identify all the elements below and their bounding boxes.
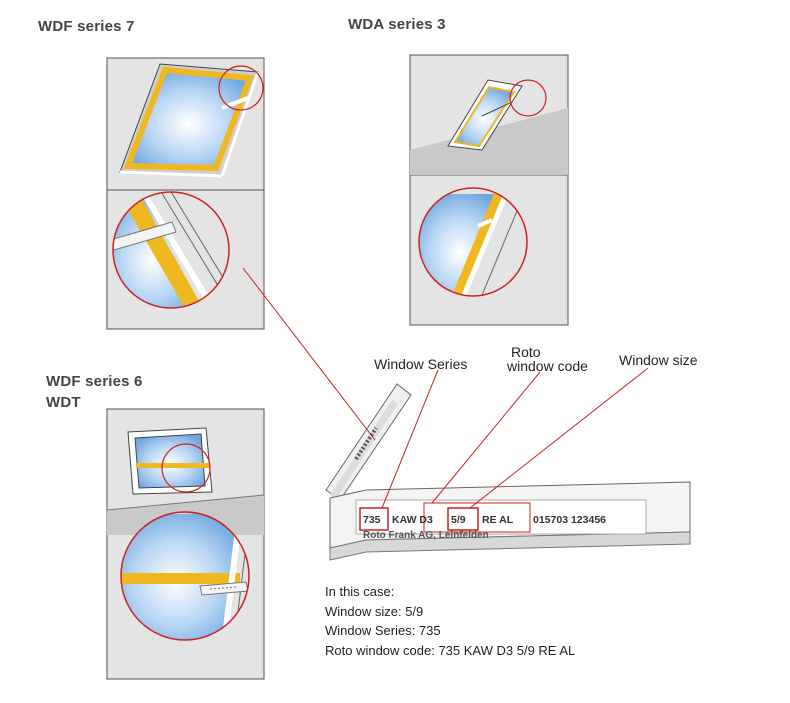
wdf7-illustration [106,57,265,330]
plate-code-series: 735 [363,514,381,526]
leader-line-series [381,369,439,509]
leader-line-code [431,371,541,504]
heading-wdf-series-7: WDF series 7 [38,18,135,35]
heading-wdf-series-6: WDF series 6 [46,373,143,390]
heading-wdt: WDT [46,394,81,411]
callout-roto-code-line1: Roto [511,344,541,360]
leader-line-size [469,367,649,509]
rating-plate-illustration [325,383,691,561]
summary-window-size: Window size: 5/9 [325,603,424,619]
heading-wda-series-3: WDA series 3 [348,16,446,33]
plate-maker: Roto Frank AG, Leinfelden [363,530,489,541]
leader-line-magnify [242,267,376,441]
summary-roto-code: Roto window code: 735 KAW D3 5/9 RE AL [325,642,576,658]
summary-intro: In this case: [325,584,395,599]
leader-lines [242,267,649,509]
plate-code-size: 5/9 [451,514,466,526]
callout-window-size: Window size [619,352,698,368]
plate-code-rest: RE AL [482,514,514,526]
callout-window-series: Window Series [374,356,468,372]
callout-roto-code-line2: window code [507,358,588,374]
plate-serial: 015703 123456 [533,514,606,526]
wda3-illustration [409,54,569,326]
summary-block: In this case: Window size: 5/9 Window Se… [325,582,575,660]
summary-window-series: Window Series: 735 [325,623,441,638]
plate-code-type: KAW D3 [392,514,433,526]
wdf6-illustration [106,408,265,680]
